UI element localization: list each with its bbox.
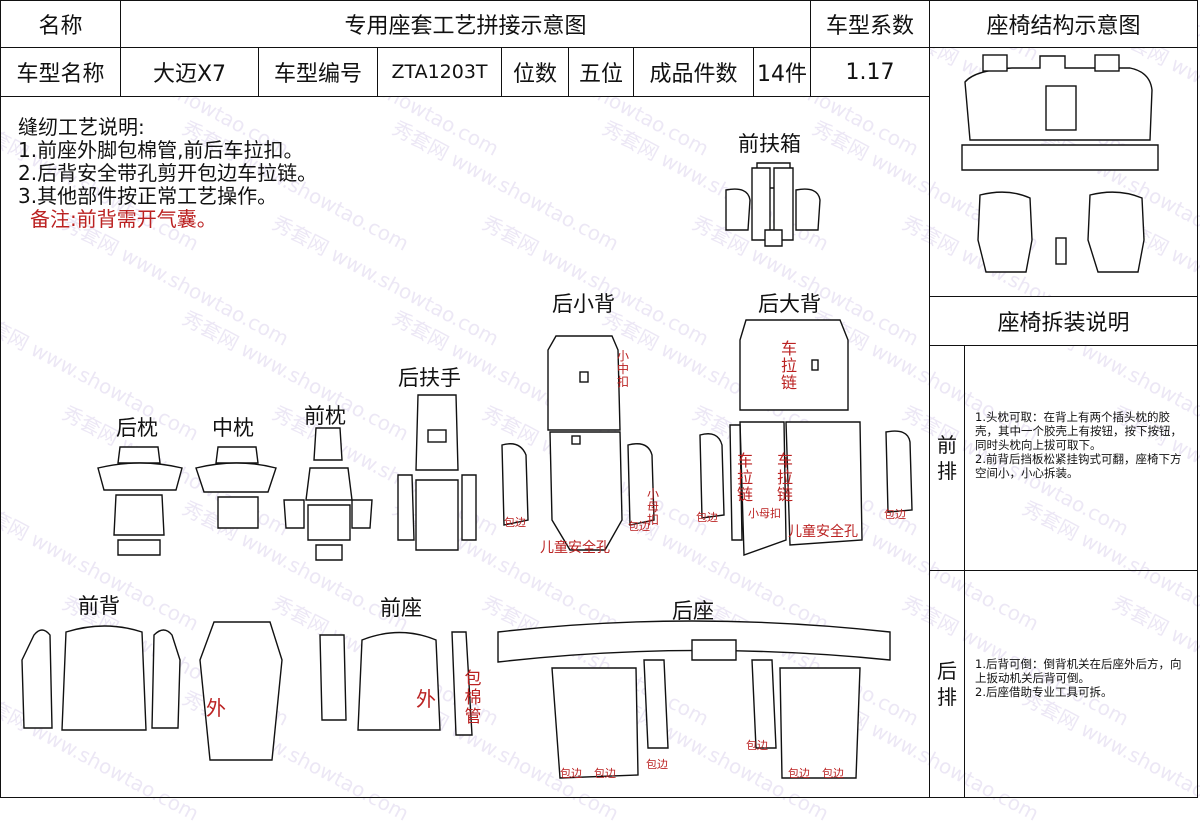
annot-binding-2: 包边 (628, 520, 650, 533)
rear-big-back-pieces (699, 319, 913, 556)
front-row-label: 前排 (937, 433, 957, 483)
rear-row-label: 后排 (937, 659, 957, 709)
rear-bench-sketch (961, 54, 1159, 171)
annot-binding-5: 包边 (646, 758, 668, 771)
rear-row-text-cell (964, 570, 1198, 798)
annot-cotton-tube: 包棉管 (464, 669, 482, 727)
front-back-pieces (21, 621, 283, 761)
sewing-notes: 缝纫工艺说明: 1.前座外脚包棉管,前后车拉扣。 2.后背安全带孔剪开包边车拉链… (18, 116, 317, 231)
annot-binding-6: 包边 (746, 739, 768, 752)
annot-zipper-right: 车拉链 (776, 451, 793, 504)
notes-item-1: 1.前座外脚包棉管,前后车拉扣。 (18, 138, 304, 162)
model-name-cell: 大迈X7 (120, 47, 259, 97)
annot-binding-4: 包边 (884, 508, 906, 521)
model-no: ZTA1203T (391, 61, 488, 83)
annot-female-buckle: 小母扣 (748, 507, 781, 520)
model-no-label: 车型编号 (273, 62, 362, 87)
seats-value: 五位 (578, 62, 623, 87)
annot-outer-front-back: 外 (206, 696, 226, 720)
coeff-label-cell: 车型系数 (810, 0, 930, 48)
annot-small-buckle: 小中扣 (616, 349, 629, 389)
disassembly-title: 座椅拆装说明 (997, 311, 1130, 336)
seats-label-cell: 位数 (501, 47, 569, 97)
label-rear-small-back: 后小背 (552, 292, 615, 316)
pieces-label: 成品件数 (649, 62, 738, 87)
disassembly-title-cell: 座椅拆装说明 (929, 296, 1198, 346)
front-seat-pieces (319, 631, 473, 736)
annot-binding-9: 包边 (788, 767, 810, 780)
annot-binding-1: 包边 (504, 516, 526, 529)
annot-child-hole-big-back: 儿童安全孔 (788, 524, 858, 540)
annot-small-buckle2: 小母扣 (646, 487, 659, 527)
annot-zipper-left: 车拉链 (736, 451, 753, 504)
model-no-cell: ZTA1203T (377, 47, 502, 97)
front-seats-sketch (977, 191, 1145, 273)
label-rear-armrest: 后扶手 (398, 366, 461, 390)
notes-item-3: 3.其他部件按正常工艺操作。 (18, 184, 278, 208)
model-name: 大迈X7 (152, 62, 227, 87)
coeff-label: 车型系数 (825, 14, 914, 39)
front-armrest-box-pieces (725, 162, 821, 247)
rear-armrest-pieces (397, 394, 477, 551)
name-label: 名称 (38, 14, 83, 39)
label-front-back: 前背 (78, 594, 120, 618)
rear-seat-pieces (497, 620, 891, 779)
annot-outer-front-seat: 外 (416, 687, 436, 711)
label-mid-pillow: 中枕 (212, 416, 254, 440)
pattern-pieces-drawing (21, 162, 913, 779)
front-row-instructions: 1.头枕可取：在背上有两个插头枕的胶壳，其中一个胶壳上有按钮，按下按钮，同时头枕… (975, 410, 1182, 480)
label-rear-big-back: 后大背 (758, 292, 821, 316)
coeff-value: 1.17 (845, 59, 895, 85)
model-no-label-cell: 车型编号 (258, 47, 378, 97)
label-front-armrest-box: 前扶箱 (738, 132, 801, 156)
notes-item-2: 2.后背安全带孔剪开包边车拉链。 (18, 161, 318, 185)
seats-cell: 五位 (568, 47, 634, 97)
model-name-label: 车型名称 (16, 62, 105, 87)
model-name-label-cell: 车型名称 (0, 47, 121, 97)
label-rear-pillow: 后枕 (116, 416, 158, 440)
annot-child-hole-small-back: 儿童安全孔 (540, 540, 610, 556)
notes-heading: 缝纫工艺说明: (18, 115, 145, 139)
annot-binding-7: 包边 (560, 767, 582, 780)
rear-row-instructions: 1.后背可倒：倒背机关在后座外后方，向上扳动机关后背可倒。 2.后座借助专业工具… (975, 657, 1182, 699)
label-front-pillow: 前枕 (304, 404, 346, 428)
structure-title: 座椅结构示意图 (986, 14, 1141, 39)
mid-pillow-pieces (195, 446, 277, 529)
structure-title-cell: 座椅结构示意图 (929, 0, 1198, 48)
annot-zipper-big-back: 车拉链 (780, 339, 797, 392)
sheet-title: 专用座套工艺拼接示意图 (344, 14, 587, 39)
label-rear-seat: 后座 (672, 599, 714, 623)
front-pillow-pieces (283, 427, 373, 561)
annot-binding-3: 包边 (696, 511, 718, 524)
annot-binding-8: 包边 (594, 767, 616, 780)
label-front-seat: 前座 (380, 596, 422, 620)
seats-label: 位数 (512, 62, 557, 87)
rear-small-back-pieces (501, 335, 655, 551)
seat-structure-sketch (961, 54, 1159, 273)
notes-remark: 备注:前背需开气囊。 (30, 207, 217, 231)
rear-pillow-pieces (97, 446, 183, 556)
annot-binding-10: 包边 (822, 767, 844, 780)
pieces-value: 14件 (757, 62, 807, 87)
